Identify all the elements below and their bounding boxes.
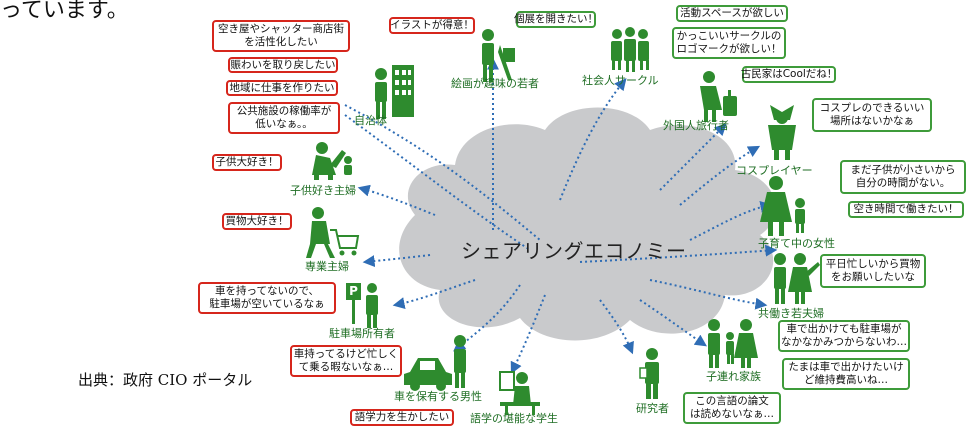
source-note: 出典：政府 CIO ポータル xyxy=(78,371,253,389)
connector-tomobataraki xyxy=(649,279,768,310)
label-jichitai: 自治体 xyxy=(354,114,387,127)
cloud-shape xyxy=(399,107,776,341)
label-cosplayer: コスプレイヤー xyxy=(736,164,813,177)
bubble-kozure-1: 車で出かけても駐車場が なかなかみつからないわ… xyxy=(778,320,910,352)
connector-car xyxy=(453,284,521,352)
label-car-owner: 車を保有する男性 xyxy=(394,390,482,403)
bubble-kaiga: イラストが得意！ xyxy=(389,17,475,34)
bubble-gakusei: 語学力を生かしたい xyxy=(350,409,454,426)
label-kenkyusha: 研究者 xyxy=(636,402,669,415)
label-kaiga: 絵画が趣味の若者 xyxy=(451,77,539,90)
shopper-icon xyxy=(306,207,360,258)
connector-cosplayer xyxy=(679,145,761,206)
label-traveler: 外国人旅行者 xyxy=(663,119,729,132)
bubble-jichitai-3: 地域に仕事を作りたい xyxy=(226,80,338,96)
bubble-kosodate-2: 空き時間で働きたい！ xyxy=(848,201,964,218)
bubble-jichitai-1: 空き屋やシャッター商店街 を活性化したい xyxy=(212,20,350,52)
connector-kenkyusha xyxy=(599,299,634,355)
label-sengyo: 専業主婦 xyxy=(305,260,349,273)
painter-icon xyxy=(482,29,515,82)
label-kodomo: 子供好き主婦 xyxy=(290,184,356,197)
bubble-circle-1: 活動スペースが欲しい xyxy=(676,5,788,22)
bubble-jichitai-2: 賑わいを取り戻したい xyxy=(228,57,338,73)
label-kosodate: 子育て中の女性 xyxy=(758,237,835,250)
bubble-kaiga-2: 個展を開きたい！ xyxy=(514,11,598,28)
center-label: シェアリングエコノミー xyxy=(461,239,687,263)
label-parking: 駐車場所有者 xyxy=(329,327,395,340)
bubble-kenkyusha: この言語の論文 は読めないなぁ… xyxy=(683,392,781,424)
student-icon xyxy=(499,371,540,415)
label-circle: 社会人サークル xyxy=(582,74,659,87)
bubble-kosodate-1: まだ子供が小さいから 自分の時間がない。 xyxy=(840,160,966,194)
group-icon xyxy=(611,27,649,72)
connector-kosodate-2 xyxy=(579,244,778,263)
researcher-icon xyxy=(639,348,659,399)
parking-sign: P xyxy=(349,284,358,298)
connector-parking xyxy=(392,279,476,309)
connector-gakusei xyxy=(510,294,546,375)
family-icon xyxy=(708,319,758,368)
bubble-sengyo: 買物大好き！ xyxy=(222,213,292,230)
child-lover-icon xyxy=(312,142,352,180)
bubble-car-owner: 車持ってるけど忙しく て乗る暇ないなぁ… xyxy=(290,345,402,377)
connector-kodomo xyxy=(357,184,436,216)
bubble-parking: 車を持ってないので、 駐車場が空いているなぁ xyxy=(198,282,336,314)
connector-kosodate xyxy=(689,201,773,241)
car-owner-icon xyxy=(404,335,466,391)
label-gakusei: 語学の堪能な学生 xyxy=(470,412,558,425)
header-text: っています。 xyxy=(0,0,129,23)
parking-owner-icon xyxy=(346,283,378,328)
connector-kozure xyxy=(639,299,707,347)
bubble-circle-2: かっこいいサークルの ロゴマークが欲しい！ xyxy=(672,27,786,59)
mother-child-icon xyxy=(760,176,805,236)
connector-jichitai xyxy=(344,104,541,241)
bubble-traveler: 古民家はCoolだね！ xyxy=(741,66,837,83)
bubble-kodomo: 子供大好き！ xyxy=(212,154,282,171)
bubble-kozure-2: たまは車で出かけたいけ ど維持費高いね… xyxy=(782,358,910,390)
bubble-tomobataraki: 平日忙しいから買物 をお願いしたいな xyxy=(820,254,926,288)
bubble-cosplayer: コスプレのできるいい 場所はないかなぁ xyxy=(812,98,932,132)
figures xyxy=(306,27,820,415)
label-kozure: 子連れ家族 xyxy=(706,370,761,383)
traveler-icon xyxy=(700,71,737,122)
cosplayer-icon xyxy=(768,105,796,160)
label-tomobataraki: 共働き若夫婦 xyxy=(758,307,824,320)
connector-lines xyxy=(344,57,778,375)
building-person-icon xyxy=(375,65,414,119)
bubble-jichitai-4: 公共施設の稼働率が 低いなぁ。。 xyxy=(228,102,340,134)
connector-sengyo xyxy=(362,254,431,268)
couple-icon xyxy=(774,253,820,304)
